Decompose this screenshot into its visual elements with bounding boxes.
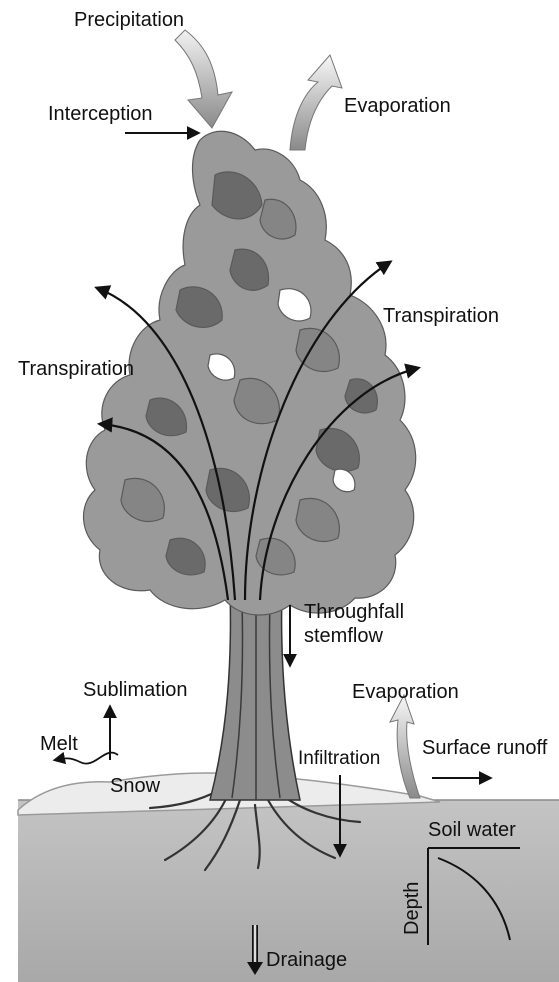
label-soil-water: Soil water (428, 819, 516, 841)
label-interception: Interception (48, 103, 153, 125)
precipitation-arrow (175, 30, 232, 128)
label-infiltration: Infiltration (298, 748, 380, 769)
label-depth: Depth (401, 882, 423, 935)
label-transpiration-left: Transpiration (18, 358, 134, 380)
label-drainage: Drainage (266, 949, 347, 971)
label-evaporation-top: Evaporation (344, 95, 451, 117)
label-melt: Melt (40, 733, 78, 755)
label-transpiration-right: Transpiration (383, 305, 499, 327)
label-stemflow: stemflow (304, 625, 383, 647)
tree-trunk (210, 590, 300, 800)
label-surface-runoff: Surface runoff (422, 737, 548, 759)
label-throughfall: Throughfall (304, 601, 404, 623)
label-precipitation: Precipitation (74, 9, 184, 31)
label-snow: Snow (110, 775, 161, 797)
evaporation-ground-arrow (390, 695, 420, 798)
label-evaporation-ground: Evaporation (352, 681, 459, 703)
evaporation-top-arrow (290, 55, 342, 150)
label-sublimation: Sublimation (83, 679, 188, 701)
